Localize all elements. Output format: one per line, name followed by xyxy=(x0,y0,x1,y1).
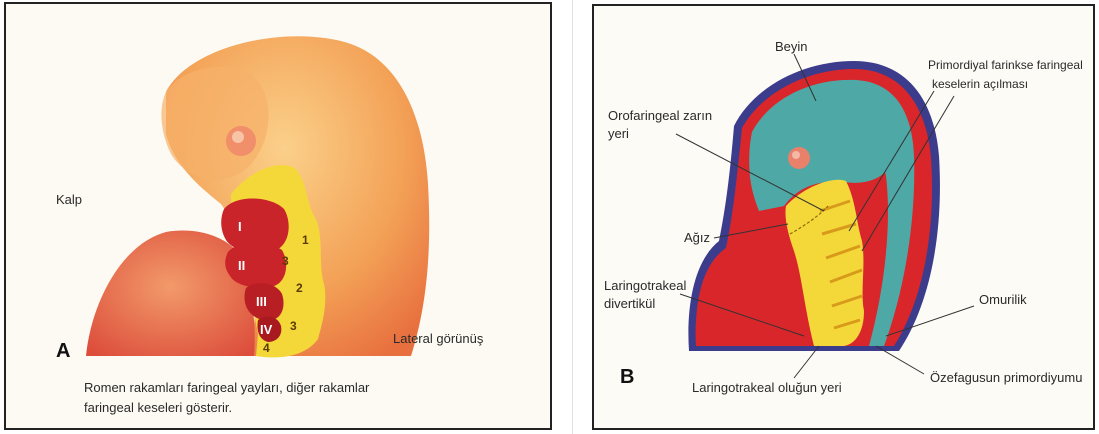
arch-label-4: IV xyxy=(260,322,273,337)
label-esophagus-primordium: Özefagusun primordiyumu xyxy=(930,370,1082,385)
pouch-label-1: 1 xyxy=(302,233,309,247)
panel-a: I II III IV 1 3 2 3 4 Kalp Lateral görün… xyxy=(4,2,552,430)
pouch-label-2: 2 xyxy=(296,281,303,295)
label-laryngotracheal-2: divertikül xyxy=(604,296,655,311)
label-oropharyngeal-2: yeri xyxy=(608,126,629,141)
label-primordial-1: Primordiyal farinkse faringeal xyxy=(928,58,1083,73)
pouch-label-4: 4 xyxy=(263,341,270,355)
heart-bulge xyxy=(86,231,255,356)
label-oropharyngeal-1: Orofaringeal zarın xyxy=(608,108,712,123)
arch-label-2: II xyxy=(238,258,245,273)
label-laryngotracheal-groove: Laringotrakeal oluğun yeri xyxy=(692,380,842,395)
label-mouth: Ağız xyxy=(684,230,710,245)
panel-a-letter: A xyxy=(56,340,70,363)
panel-b-letter: B xyxy=(620,366,634,389)
caption-line-1: Romen rakamları faringeal yayları, diğer… xyxy=(84,380,369,395)
panel-b: Beyin Primordiyal farinkse faringeal kes… xyxy=(592,4,1095,430)
caption-line-2: faringeal keseleri gösterir. xyxy=(84,400,232,415)
eye xyxy=(788,147,810,169)
arch-label-3: III xyxy=(256,294,267,309)
label-laryngotracheal-1: Laringotrakeal xyxy=(604,278,686,293)
panel-separator xyxy=(572,0,573,434)
label-heart: Kalp xyxy=(56,192,82,207)
label-spinal-cord: Omurilik xyxy=(979,292,1027,307)
label-lateral-view: Lateral görünüş xyxy=(393,331,483,346)
embryo-lateral-illustration: I II III IV 1 3 2 3 4 xyxy=(6,4,552,430)
pouch-label-3b: 3 xyxy=(290,319,297,333)
label-primordial-2: keselerin açılması xyxy=(932,77,1028,92)
pouch-label-3a: 3 xyxy=(282,254,289,268)
label-brain: Beyin xyxy=(775,39,808,54)
arch-label-1: I xyxy=(238,219,242,234)
